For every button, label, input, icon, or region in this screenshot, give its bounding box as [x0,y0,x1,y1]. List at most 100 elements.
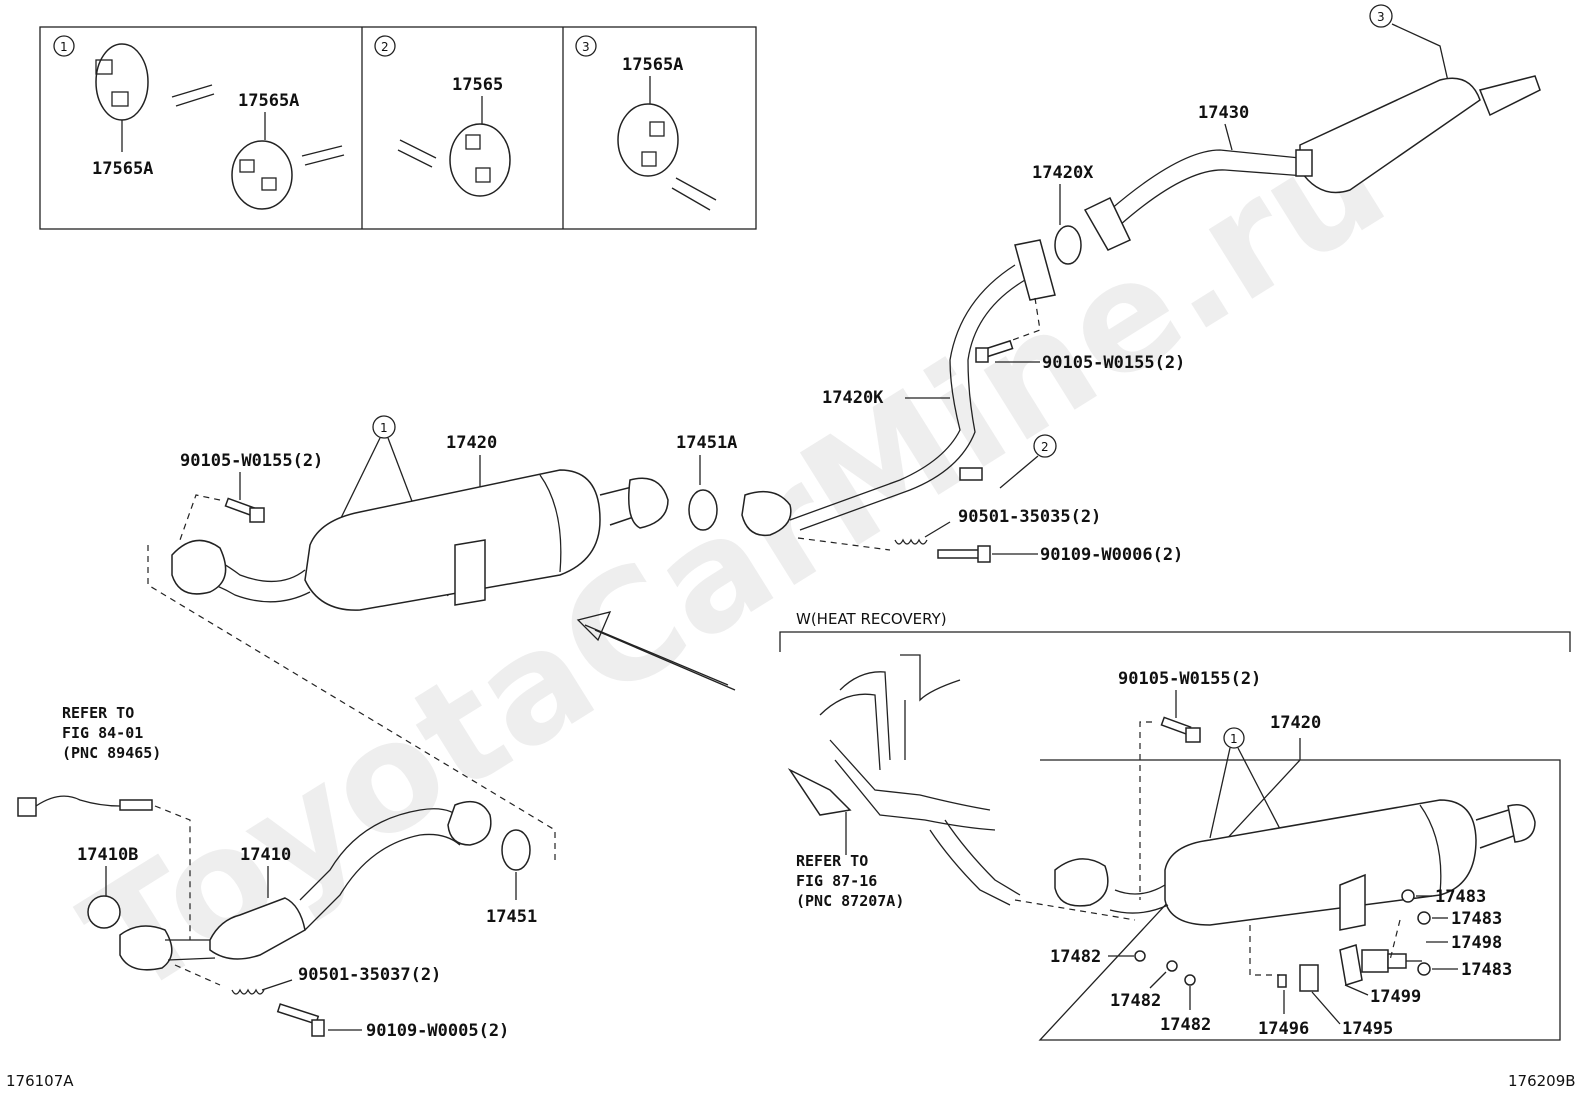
hanger-rod [399,139,437,159]
pipe-flange [1014,239,1056,301]
hanger-rod [671,187,711,211]
spring-part-number: 90501-35037(2) [298,965,441,985]
dashed-guide [1014,899,1136,921]
part-number-17565A: 17565A [622,55,683,75]
hanger-rod [304,154,345,166]
pipe-flange [447,800,492,846]
valve-actuator-icon [1361,949,1422,973]
converter-seam [539,474,562,573]
marker-number: 2 [1041,440,1049,454]
circled-marker [1033,434,1057,458]
inset-frame [39,26,757,230]
converter-body [304,469,601,611]
pipe-segment [165,939,216,961]
bolt-part-number: 90105-W0155(2) [1042,353,1185,373]
actuator-gasket [1339,944,1363,986]
pipe-flange [1083,196,1132,251]
pipe-flange [119,925,173,971]
reference-line: FIG 87-16 [796,872,877,890]
bolt-icon [937,545,991,563]
gasket-ring [87,895,121,929]
dashed-guide [1139,721,1152,900]
tail-pipe [1478,75,1541,117]
center-pipe [789,264,1026,531]
hanger-rod [175,93,215,107]
detail-frame [1038,738,1561,1041]
nut-icon [1401,889,1415,903]
inset-3: 3 17565A [575,35,717,211]
dashed-guide [147,545,556,860]
bolt-part-number: 90109-W0006(2) [1040,545,1183,565]
heat-shield-bracket [1339,873,1366,931]
nut-icon [1134,950,1146,962]
inset-2: 2 17565 [374,35,511,197]
part-number-17565A: 17565A [92,159,153,179]
section-bracket [779,631,1571,652]
nut-icon [1417,911,1431,925]
marker-number: 1 [380,421,388,435]
rubber-hanger-icon [449,123,511,197]
pipe-flange [171,539,227,595]
nut-icon [1417,962,1431,976]
marker-number: 2 [381,40,389,54]
hanger-bracket [959,467,983,481]
reference-line: REFER TO [62,704,134,722]
pipe-joint [1295,149,1313,177]
connector-icon [1299,964,1319,992]
bolt-icon [1160,716,1201,743]
coolant-hoses [787,654,1021,906]
hanger-rod [301,145,343,157]
inset-1: 1 17565A 17565A [53,35,345,210]
direction-arrow-head [576,611,729,686]
dashed-guide [179,494,221,541]
leader-line [1311,991,1341,1025]
front-pipe-assembly: REFER TO FIG 84-01 (PNC 89465) 17410B 17… [17,704,537,1041]
circled-marker [372,415,396,439]
part-number-17420: 17420 [1270,713,1321,733]
part-number-17496: 17496 [1258,1019,1309,1039]
intermediate-pipe [1109,149,1306,226]
pipe-flange [1507,804,1536,843]
inlet-pipe [1109,884,1169,914]
bolt-icon [276,1003,325,1037]
part-number-17420: 17420 [446,433,497,453]
reference-line: (PNC 89465) [62,744,161,762]
marker-number: 3 [1377,10,1385,24]
circled-marker [53,35,75,57]
bolt-part-number: 90105-W0155(2) [180,451,323,471]
leader-line [1224,123,1233,151]
heat-recovery-converter [1164,799,1477,926]
gasket-ring [501,829,531,871]
part-number-17565: 17565 [452,75,503,95]
part-number-17498: 17498 [1451,933,1502,953]
part-number-17482: 17482 [1160,1015,1211,1035]
part-number-17482: 17482 [1110,991,1161,1011]
part-number-17483: 17483 [1451,909,1502,929]
marker-number: 1 [60,40,68,54]
leader-line [924,521,951,538]
leader-line [1209,747,1231,839]
reference-line: FIG 84-01 [62,724,143,742]
circled-marker [575,35,597,57]
leader-line [1391,23,1451,91]
oxygen-sensor-icon [17,795,153,817]
front-converter-body [209,897,306,960]
main-muffler [1299,77,1481,194]
hanger-rod [171,84,213,98]
bolt-part-number: 90109-W0005(2) [366,1021,509,1041]
spring-icon [894,538,928,545]
dashed-guide [1389,919,1401,961]
bolt-part-number: 90105-W0155(2) [1118,669,1261,689]
dashed-guide [1249,925,1280,976]
gasket-ring [1054,225,1082,265]
dashed-guide [797,537,891,551]
part-number-17420K: 17420K [822,388,884,408]
part-number-17495: 17495 [1342,1019,1393,1039]
rubber-hanger-icon [95,43,149,121]
bolt-icon [224,497,265,523]
part-number-17451: 17451 [486,907,537,927]
gasket-ring [688,489,718,531]
clip-icon [1277,974,1287,988]
dashed-guide [154,805,191,940]
